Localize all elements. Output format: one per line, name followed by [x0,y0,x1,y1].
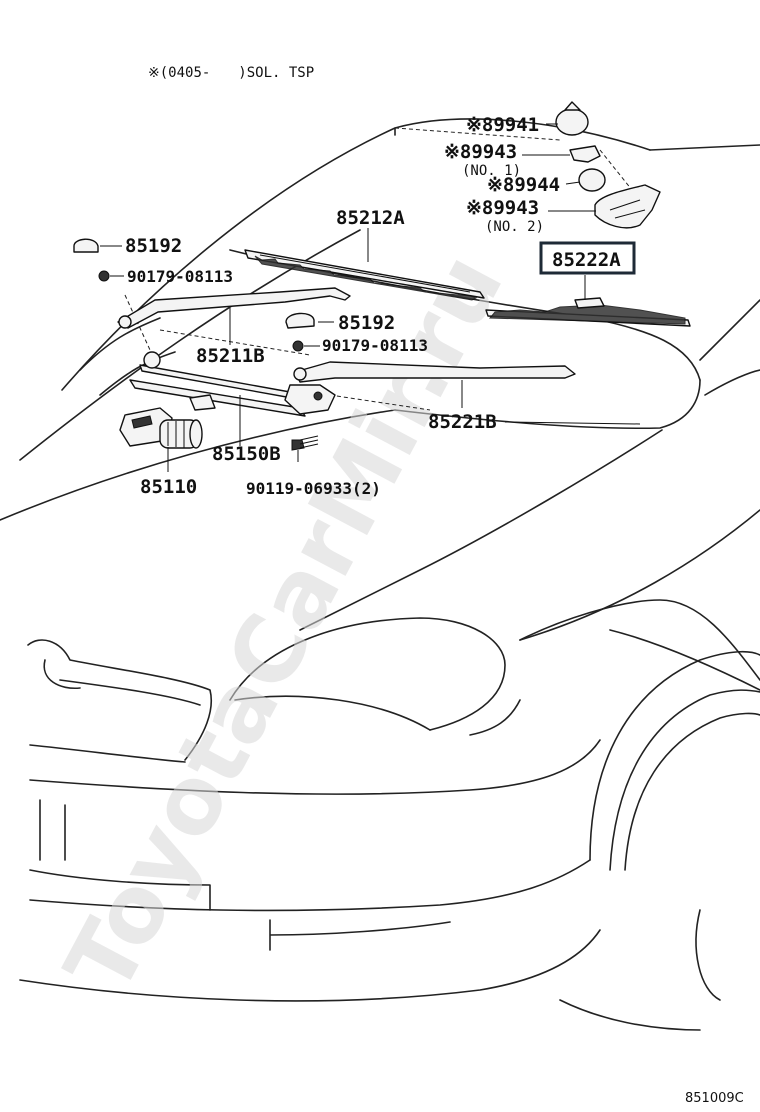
wiper-arm-85221B [293,361,576,383]
label-85222A: 85222A [552,249,621,271]
wiper-motor-85110 [119,407,203,449]
label-90179-left: 90179-08113 [127,267,233,286]
nut-90179-left [98,270,110,282]
label-85110: 85110 [140,476,197,498]
label-85221B: 85221B [428,411,497,433]
label-85211B: 85211B [196,345,265,367]
clip-89943-no1 [569,145,601,163]
wiper-blade-85212A [244,249,485,301]
wiper-link-85150B [129,351,336,417]
label-90179-right: 90179-08113 [322,336,428,355]
cap-85192-right [285,312,315,329]
watermark: ToyotaCarMir.ru [45,237,524,1010]
wiper-arm-85211B [117,287,351,329]
label-85212A: 85212A [336,207,405,229]
bracket-89943-no2 [594,184,661,229]
label-85192-left: 85192 [125,235,182,257]
label-89941: ※89941 [466,114,539,136]
label-85150B: 85150B [212,443,281,465]
label-89943-no2: ※89943 [466,197,539,219]
label-89943-no2-sub: (NO. 2) [485,219,544,235]
label-90119: 90119-06933(2) [246,479,381,498]
car-body-outline [0,118,760,1031]
diagram-code: 851009C [685,1091,744,1106]
label-89944: ※89944 [487,174,560,196]
nut-90179-right [292,340,304,352]
cap-85192-left [73,238,99,253]
disc-89944 [578,168,606,192]
leader-lines [100,123,641,472]
label-89943-no1: ※89943 [444,141,517,163]
wiper-blade-85222A [485,297,691,327]
cap-89941 [555,101,589,136]
note-sol-tsp: ※(0405- )SOL. TSP [148,65,314,81]
label-89943-no1-sub: (NO. 1) [462,163,521,179]
label-85192-right: 85192 [338,312,395,334]
bolt-90119 [291,435,319,451]
highlight-box-85222A: 85222A [539,241,636,275]
